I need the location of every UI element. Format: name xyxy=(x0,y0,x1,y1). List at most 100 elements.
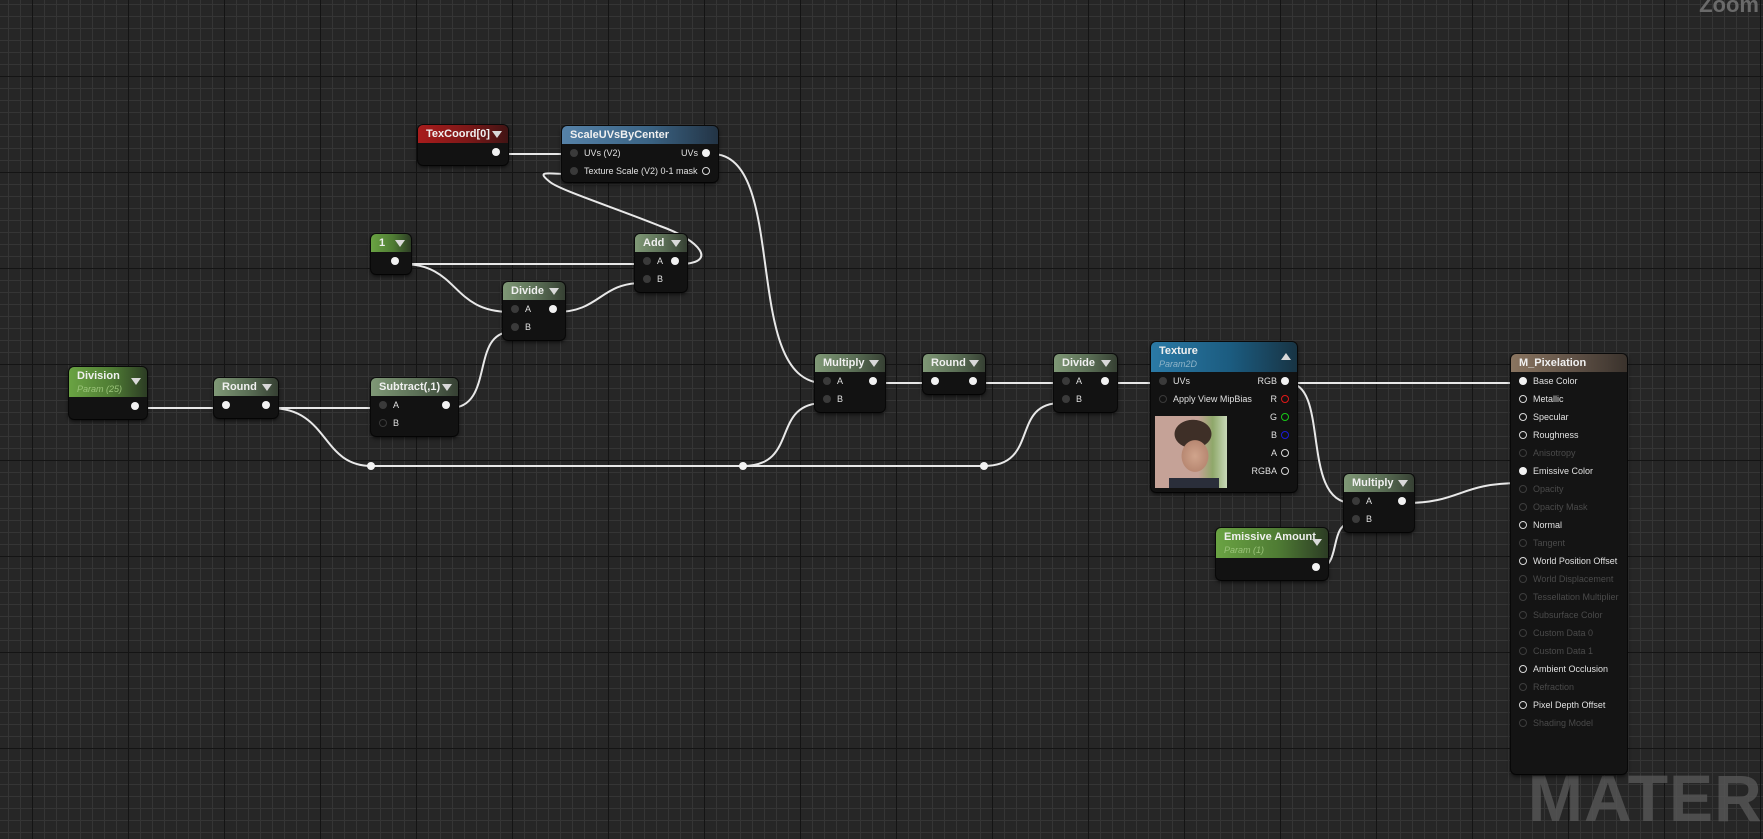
material-input-row: Base Color xyxy=(1511,372,1627,390)
collapse-arrow-icon[interactable] xyxy=(671,240,681,247)
input-pin[interactable] xyxy=(1519,395,1527,403)
collapse-arrow-icon[interactable] xyxy=(1281,353,1291,360)
divide-node-2[interactable]: Divide A B xyxy=(1054,354,1117,412)
output-pin[interactable] xyxy=(492,148,500,156)
output-pin[interactable] xyxy=(549,305,557,313)
output-pin[interactable] xyxy=(1398,497,1406,505)
input-pin-mipbias[interactable] xyxy=(1159,395,1167,403)
input-pin-a[interactable] xyxy=(823,377,831,385)
input-pin-b[interactable] xyxy=(823,395,831,403)
collapse-arrow-icon[interactable] xyxy=(442,384,452,391)
input-pin-b[interactable] xyxy=(379,419,387,427)
output-pin-rgb[interactable] xyxy=(1281,377,1289,385)
input-pin-uvs[interactable] xyxy=(570,149,578,157)
pin-label: Normal xyxy=(1533,520,1563,530)
reroute-knot[interactable] xyxy=(739,462,747,470)
output-pin[interactable] xyxy=(1312,563,1320,571)
collapse-arrow-icon[interactable] xyxy=(1101,360,1111,367)
input-pin-b[interactable] xyxy=(643,275,651,283)
input-pin-b[interactable] xyxy=(1352,515,1360,523)
pin-label: A xyxy=(1270,448,1277,458)
output-pin-mask[interactable] xyxy=(702,167,710,175)
constant-one-node[interactable]: 1 xyxy=(371,234,411,274)
texcoord-node[interactable]: TexCoord[0] xyxy=(418,125,508,165)
multiply-node-1[interactable]: Multiply A B xyxy=(815,354,885,412)
division-param-node[interactable]: Division Param (25) xyxy=(69,367,147,419)
pin-label: Roughness xyxy=(1533,430,1579,440)
add-node[interactable]: Add A B xyxy=(635,234,687,292)
input-pin[interactable] xyxy=(1519,467,1527,475)
reroute-knot[interactable] xyxy=(980,462,988,470)
reroute-knot[interactable] xyxy=(367,462,375,470)
input-pin-b[interactable] xyxy=(1062,395,1070,403)
subtract-node[interactable]: Subtract(,1) A B xyxy=(371,378,458,436)
input-pin[interactable] xyxy=(931,377,939,385)
round-node-1[interactable]: Round xyxy=(214,378,278,418)
material-input-row: Anisotropy xyxy=(1511,444,1627,462)
output-pin-b[interactable] xyxy=(1281,431,1289,439)
input-pin[interactable] xyxy=(1519,701,1527,709)
collapse-arrow-icon[interactable] xyxy=(549,288,559,295)
collapse-arrow-icon[interactable] xyxy=(1312,539,1322,546)
output-pin[interactable] xyxy=(262,401,270,409)
collapse-arrow-icon[interactable] xyxy=(492,131,502,138)
node-title: M_Pixelation xyxy=(1519,357,1587,369)
output-pin-uvs[interactable] xyxy=(702,149,710,157)
material-input-row: Normal xyxy=(1511,516,1627,534)
input-pin xyxy=(1519,719,1527,727)
input-pin-a[interactable] xyxy=(511,305,519,313)
output-pin-rgba[interactable] xyxy=(1281,467,1289,475)
pin-label: World Displacement xyxy=(1533,574,1614,584)
pin-label: Custom Data 1 xyxy=(1533,646,1594,656)
input-pin-a[interactable] xyxy=(643,257,651,265)
material-input-row: Ambient Occlusion xyxy=(1511,660,1627,678)
divide-node-1[interactable]: Divide A B xyxy=(503,282,565,340)
collapse-arrow-icon[interactable] xyxy=(869,360,879,367)
output-pin-a[interactable] xyxy=(1281,449,1289,457)
collapse-arrow-icon[interactable] xyxy=(131,378,141,385)
input-pin[interactable] xyxy=(1519,413,1527,421)
output-pin-r[interactable] xyxy=(1281,395,1289,403)
collapse-arrow-icon[interactable] xyxy=(969,360,979,367)
output-pin[interactable] xyxy=(671,257,679,265)
output-pin[interactable] xyxy=(131,402,139,410)
input-pin[interactable] xyxy=(222,401,230,409)
texture-thumbnail[interactable] xyxy=(1155,416,1227,488)
emissive-amount-param-node[interactable]: Emissive Amount Param (1) xyxy=(1216,528,1328,580)
material-input-row: Refraction xyxy=(1511,678,1627,696)
pin-label: RGBA xyxy=(1251,466,1277,476)
zoom-level-label: Zoom xyxy=(1699,0,1759,17)
input-pin-a[interactable] xyxy=(379,401,387,409)
input-pin-b[interactable] xyxy=(511,323,519,331)
input-pin[interactable] xyxy=(1519,665,1527,673)
input-pin-texture-scale[interactable] xyxy=(570,167,578,175)
material-input-row: Emissive Color xyxy=(1511,462,1627,480)
output-pin[interactable] xyxy=(969,377,977,385)
multiply-node-2[interactable]: Multiply A B xyxy=(1344,474,1414,532)
pin-label: UVs (V2) xyxy=(584,148,621,158)
input-pin[interactable] xyxy=(1519,521,1527,529)
pin-label: Tangent xyxy=(1533,538,1566,548)
input-pin[interactable] xyxy=(1519,431,1527,439)
collapse-arrow-icon[interactable] xyxy=(395,240,405,247)
input-pin-a[interactable] xyxy=(1062,377,1070,385)
output-pin[interactable] xyxy=(1101,377,1109,385)
collapse-arrow-icon[interactable] xyxy=(1398,480,1408,487)
output-pin-g[interactable] xyxy=(1281,413,1289,421)
output-pin[interactable] xyxy=(869,377,877,385)
round-node-2[interactable]: Round xyxy=(923,354,985,394)
input-pin[interactable] xyxy=(1519,557,1527,565)
node-title: Divide xyxy=(511,285,545,297)
collapse-arrow-icon[interactable] xyxy=(262,384,272,391)
input-pin-uvs[interactable] xyxy=(1159,377,1167,385)
output-pin[interactable] xyxy=(391,257,399,265)
material-input-row: World Position Offset xyxy=(1511,552,1627,570)
pin-label: B xyxy=(393,418,400,428)
pin-label: R xyxy=(1270,394,1278,404)
input-pin-a[interactable] xyxy=(1352,497,1360,505)
scale-uvs-by-center-node[interactable]: ScaleUVsByCenter UVs (V2) UVs Texture Sc… xyxy=(562,126,718,182)
output-pin[interactable] xyxy=(442,401,450,409)
input-pin[interactable] xyxy=(1519,377,1527,385)
